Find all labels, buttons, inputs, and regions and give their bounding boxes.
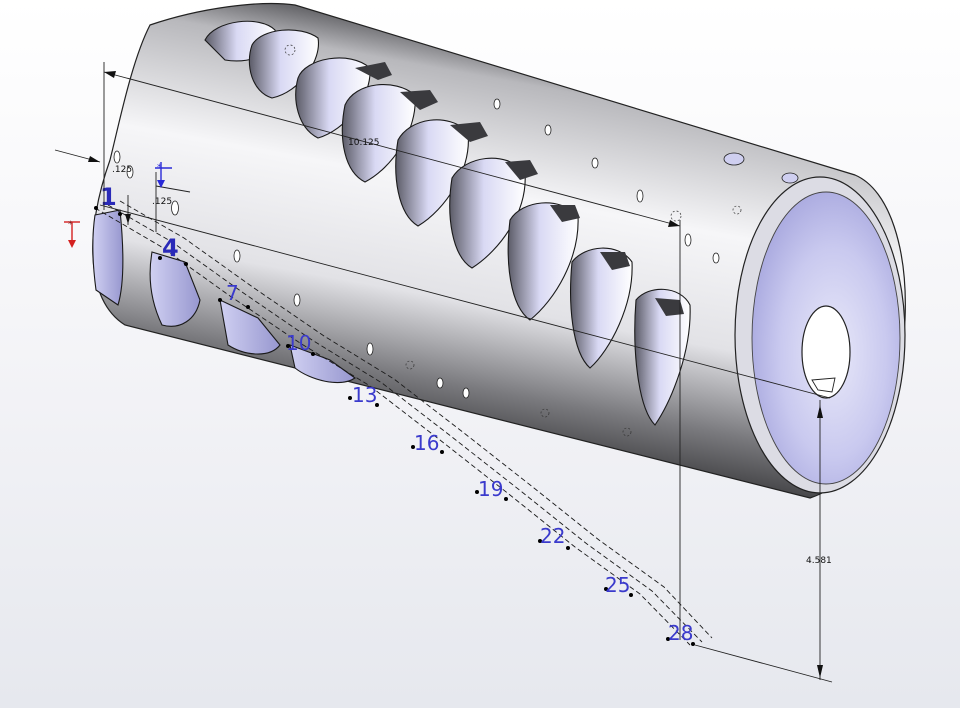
sketch-path	[94, 200, 713, 646]
port-slots	[204, 20, 691, 426]
dimension-offset-top-value: .125	[112, 165, 132, 175]
point-labels: 1 4 7 10 13 16 19 22 25 28	[100, 183, 693, 645]
svg-text:*: *	[68, 220, 73, 230]
axis-line	[99, 204, 831, 399]
point-label-16: 16	[414, 431, 439, 455]
baffle-cutaways	[92, 209, 356, 384]
point-label-4: 4	[162, 234, 179, 262]
triad-blue-icon[interactable]: *	[155, 162, 172, 188]
point-label-25: 25	[605, 573, 630, 597]
point-label-13: 13	[352, 383, 377, 407]
sketch-points	[94, 206, 695, 646]
dimension-vertical-height[interactable]: 4.581	[694, 400, 833, 683]
muzzle-end-face[interactable]	[734, 176, 906, 494]
dimension-offset-side-value: .125	[152, 197, 172, 207]
point-label-7: 7	[226, 281, 239, 305]
dimension-overall-length[interactable]: 10 .125	[103, 62, 681, 640]
point-label-10: 10	[286, 331, 311, 355]
point-label-1: 1	[100, 183, 117, 211]
dimension-height-value: 4.581	[806, 556, 832, 566]
dimension-offset-side[interactable]: .125	[125, 172, 191, 232]
point-label-22: 22	[540, 524, 565, 548]
triad-red-icon[interactable]: *	[64, 220, 80, 248]
point-label-19: 19	[478, 477, 503, 501]
point-label-28: 28	[668, 621, 693, 645]
dimension-length-value: 10.125	[348, 138, 380, 148]
svg-text:*: *	[157, 163, 162, 173]
dimension-offset-top[interactable]: .125	[54, 149, 132, 175]
